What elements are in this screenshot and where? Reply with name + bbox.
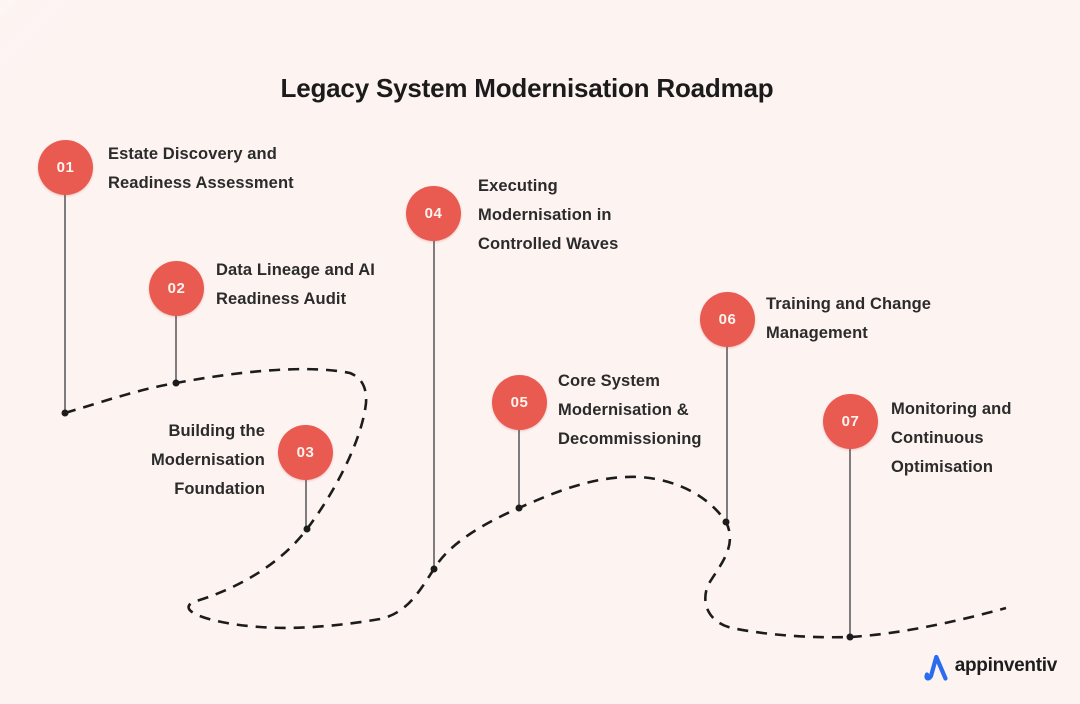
step-07-label-line1: Monitoring and: [891, 400, 1012, 418]
step-04-label: Executing Modernisation in Controlled Wa…: [478, 172, 618, 259]
step-06-label-line1: Training and Change: [766, 295, 932, 313]
step-04-number: 04: [424, 205, 443, 222]
step-07-number: 07: [841, 413, 860, 430]
step-01-badge: 01: [38, 140, 93, 195]
anchor-dot-01: [61, 409, 69, 417]
step-03-label-line1: Building the: [168, 422, 265, 440]
anchor-dot-04: [430, 565, 438, 573]
step-04-label-line1: Executing: [478, 177, 558, 195]
step-01-label-line1: Estate Discovery and: [108, 145, 277, 163]
step-04-label-line3: Controlled Waves: [478, 235, 619, 253]
step-02-label-line1: Data Lineage and AI: [216, 261, 375, 279]
page-title: Legacy System Modernisation Roadmap: [280, 73, 774, 104]
step-07-badge: 07: [823, 394, 878, 449]
step-05-label-line3: Decommissioning: [558, 430, 702, 448]
step-03-badge: 03: [278, 425, 333, 480]
anchor-dot-03: [303, 525, 311, 533]
step-05-number: 05: [510, 394, 529, 411]
step-06-number: 06: [718, 311, 737, 328]
step-02-label: Data Lineage and AI Readiness Audit: [216, 256, 375, 314]
step-06-label: Training and Change Management: [766, 290, 931, 348]
step-05-badge: 05: [492, 375, 547, 430]
step-03-label-line3: Foundation: [174, 480, 265, 498]
appinventiv-logo: appinventiv: [923, 650, 1057, 682]
step-02-badge: 02: [149, 261, 204, 316]
step-03-label: Building the Modernisation Foundation: [65, 417, 265, 504]
step-05-label-line2: Modernisation &: [558, 401, 689, 419]
step-04-badge: 04: [406, 186, 461, 241]
anchor-dot-02: [172, 379, 180, 387]
connector-lines: [64, 192, 851, 635]
anchor-dots: [61, 379, 854, 641]
step-01-label-line2: Readiness Assessment: [108, 174, 294, 192]
step-07-label: Monitoring and Continuous Optimisation: [891, 395, 1012, 482]
step-04-label-line2: Modernisation in: [478, 206, 612, 224]
step-07-label-line2: Continuous: [891, 429, 984, 447]
appinventiv-a-icon: [924, 654, 948, 681]
step-06-badge: 06: [700, 292, 755, 347]
step-02-label-line2: Readiness Audit: [216, 290, 347, 308]
step-03-number: 03: [296, 444, 315, 461]
step-01-number: 01: [56, 159, 75, 176]
appinventiv-logo-text: appinventiv: [954, 655, 1058, 676]
anchor-dot-07: [846, 633, 854, 641]
step-01-label: Estate Discovery and Readiness Assessmen…: [108, 140, 294, 198]
step-02-number: 02: [167, 280, 186, 297]
step-06-label-line2: Management: [766, 324, 868, 342]
anchor-dot-05: [515, 504, 523, 512]
step-05-label-line1: Core System: [558, 372, 660, 390]
step-07-label-line3: Optimisation: [891, 458, 994, 476]
step-03-label-line2: Modernisation: [150, 451, 265, 469]
anchor-dot-06: [722, 518, 730, 526]
step-05-label: Core System Modernisation & Decommission…: [558, 367, 702, 454]
